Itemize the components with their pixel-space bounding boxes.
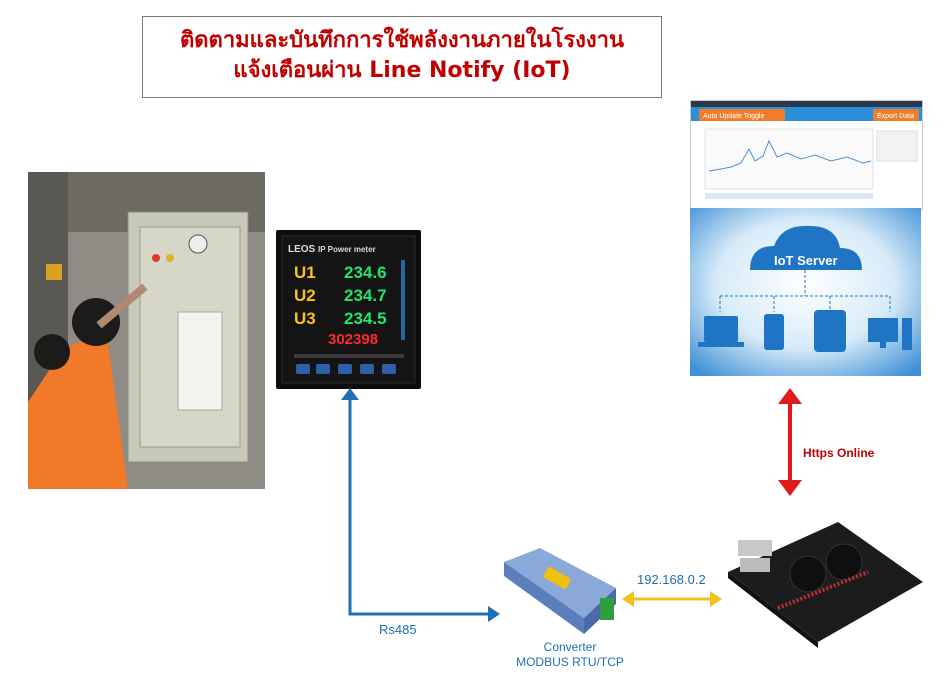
iot-server-panel: IoT Server [690, 208, 921, 376]
export-data-label: Export Data [877, 113, 914, 120]
title-line-2: แจ้งเตือนผ่าน Line Notify (IoT) [233, 58, 571, 83]
meter-brand: LEOS [288, 244, 316, 255]
lan-connector [622, 591, 722, 607]
phone-icon [764, 314, 784, 350]
meter-row-value: 234.5 [344, 309, 387, 328]
cloud-icon [750, 225, 862, 270]
https-connector [778, 388, 802, 496]
auto-update-toggle-label: Auto Update Toggle [703, 113, 764, 120]
iot-server-label: IoT Server [774, 253, 838, 268]
rs485-connector [341, 388, 500, 622]
meter-row-value: 234.6 [344, 263, 387, 282]
https-online-label: Https Online [803, 446, 875, 460]
title-box: ติดตามและบันทึกการใช้พลังงานภายในโรงงาน … [142, 16, 662, 98]
converter-label-line-2: MODBUS RTU/TCP [516, 655, 624, 669]
title-line-1: ติดตามและบันทึกการใช้พลังงานภายในโรงงาน [179, 28, 625, 53]
meter-row-value: 234.7 [344, 286, 387, 305]
desktop-icon [868, 318, 912, 350]
meter-model: IP Power meter [318, 245, 376, 254]
laptop-icon [698, 316, 744, 347]
meter-energy: 302398 [328, 331, 378, 348]
meter-row-label: U1 [294, 263, 316, 282]
dashboard-screenshot: Auto Update Toggle Export Data [690, 100, 923, 210]
modbus-converter-device [500, 546, 620, 638]
electrical-panel-photo [28, 172, 265, 489]
meter-row-label: U2 [294, 286, 316, 305]
meter-row-label: U3 [294, 309, 316, 328]
converter-label: Converter MODBUS RTU/TCP [500, 640, 640, 670]
converter-label-line-1: Converter [543, 640, 597, 654]
rs485-label: Rs485 [379, 622, 417, 637]
raspberry-pi-device [718, 512, 926, 648]
tablet-icon [814, 310, 846, 352]
ip-address-label: 192.168.0.2 [637, 572, 706, 587]
power-meter: LEOS IP Power meter U1 234.6 U2 234.7 U3… [276, 230, 421, 389]
